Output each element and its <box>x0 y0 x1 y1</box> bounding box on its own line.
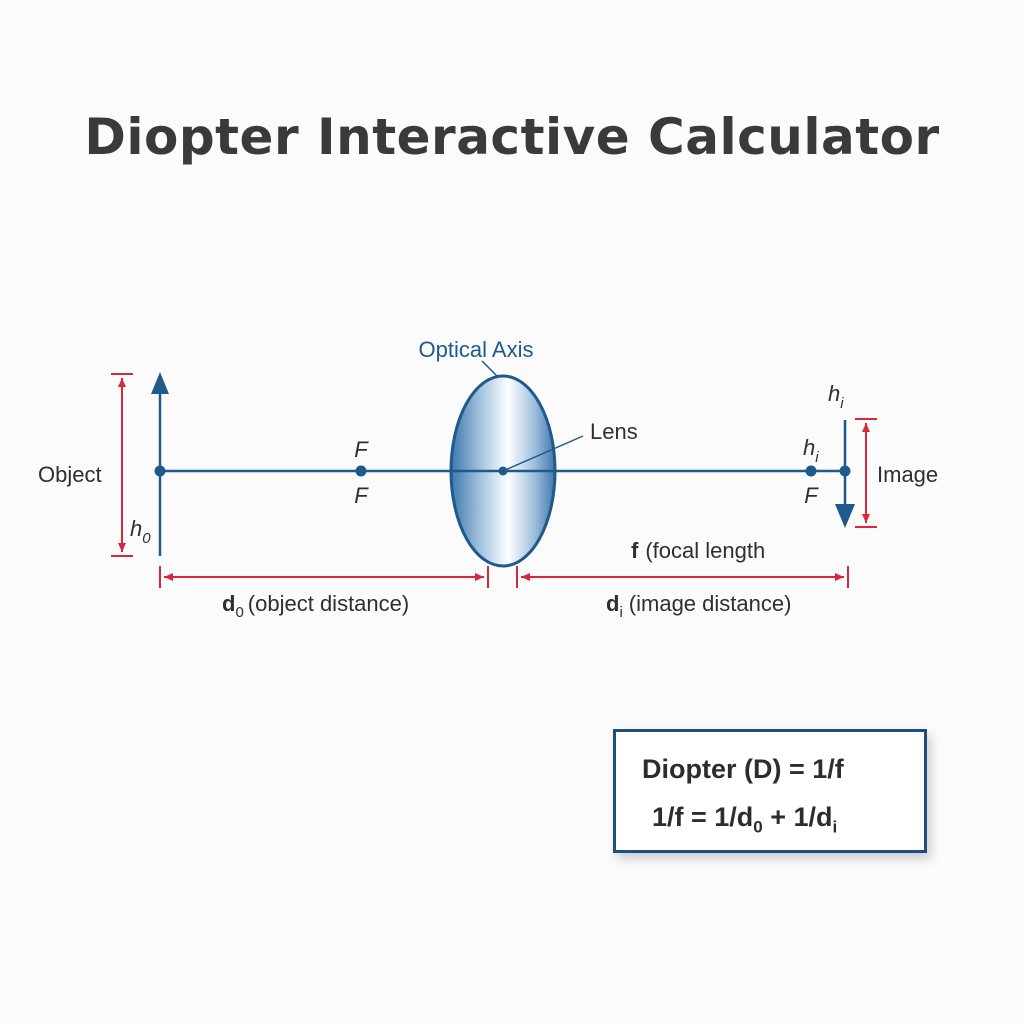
optical-axis-leader <box>481 360 499 378</box>
image-arrow-head <box>835 504 855 528</box>
formula-box: Diopter (D) = 1/f 1/f = 1/d0 + 1/di <box>613 729 927 853</box>
lens-label: Lens <box>590 419 638 444</box>
thin-lens-formula: 1/f = 1/d0 + 1/di <box>652 802 838 837</box>
object-height-label: h0 <box>130 516 151 547</box>
object-arrow-head <box>151 372 169 394</box>
focal-point-left <box>355 465 367 477</box>
image-label: Image <box>877 462 938 487</box>
image-height-label-top: hi <box>828 381 844 412</box>
page-title: Diopter Interactive Calculator <box>84 108 940 166</box>
lens-leader <box>502 435 584 472</box>
focal-point-label-left-bottom: F <box>354 483 369 508</box>
diopter-formula: Diopter (D) = 1/f <box>642 754 844 784</box>
image-distance-label: di(image distance) <box>606 591 791 621</box>
object-label: Object <box>38 462 102 487</box>
focal-point-right <box>805 465 817 477</box>
image-height-label-axis: hi <box>803 435 819 466</box>
focal-point-label-right: F <box>804 483 819 508</box>
object-distance-label: d0(object distance) <box>222 591 409 621</box>
focal-point-label-left-top: F <box>354 437 369 462</box>
optical-axis-label: Optical Axis <box>419 337 534 362</box>
focal-length-label: f(focal length <box>631 538 765 563</box>
